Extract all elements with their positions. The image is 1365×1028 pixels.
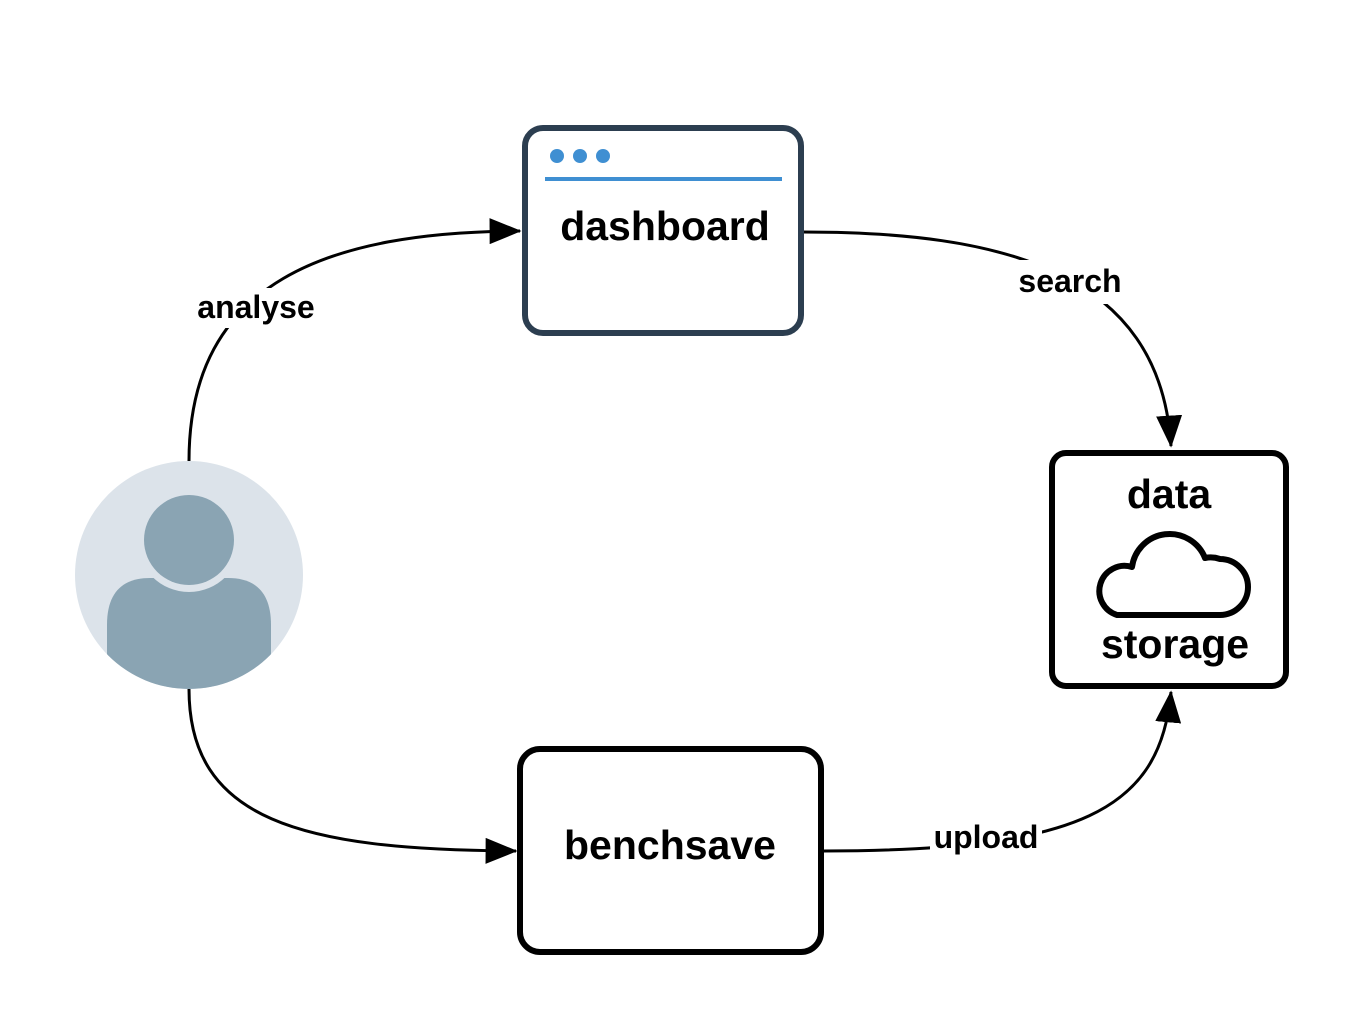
storage-label-top: data: [1127, 471, 1213, 517]
benchsave-label: benchsave: [564, 822, 776, 868]
edge-label-analyse: analyse: [197, 289, 314, 325]
edge-user-benchsave: [187, 688, 518, 864]
edge-label-search: search: [1018, 263, 1121, 299]
edge-search: search: [802, 230, 1183, 448]
cloud-icon: [1096, 531, 1251, 618]
edge-analyse-line: [187, 218, 522, 462]
dashboard-label: dashboard: [560, 203, 770, 249]
edge-upload: upload: [822, 690, 1182, 860]
dashboard-node: dashboard: [522, 125, 804, 336]
storage-label-bottom: storage: [1101, 621, 1249, 667]
browser-window-icon: [545, 149, 782, 181]
user-node: [75, 461, 303, 689]
edge-user-benchsave-line: [187, 688, 518, 864]
edge-analyse: analyse: [187, 218, 522, 462]
benchsave-node: benchsave: [517, 746, 824, 955]
data-storage-node: data storage: [1049, 450, 1289, 689]
edge-label-upload: upload: [934, 819, 1039, 855]
edge-upload-line: [822, 690, 1182, 853]
user-avatar-icon: [75, 461, 303, 689]
